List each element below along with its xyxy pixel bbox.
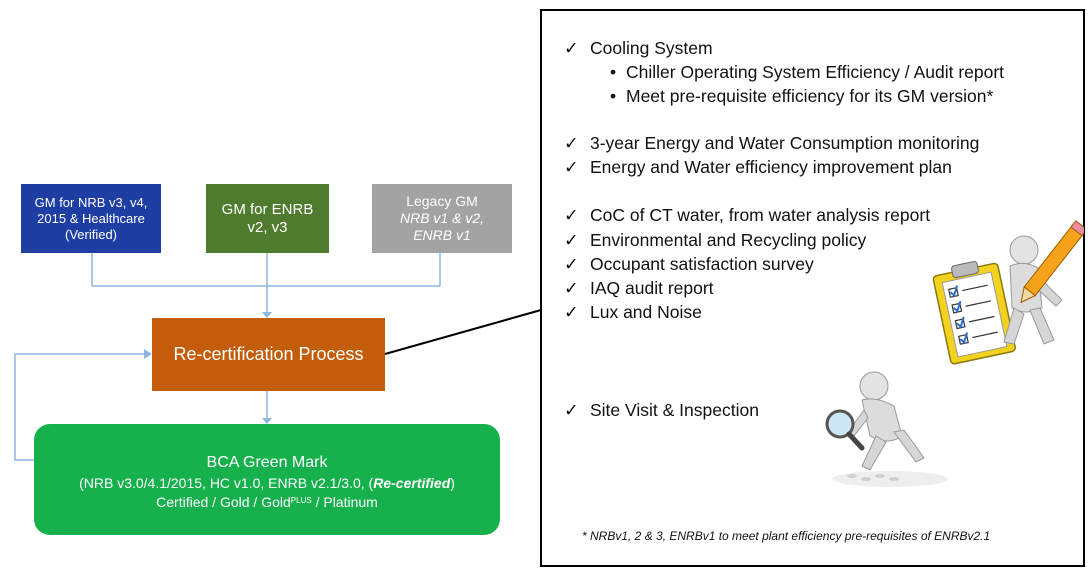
- sub-item-label: Meet pre-requisite efficiency for its GM…: [626, 86, 994, 106]
- sub-item-label: Chiller Operating System Efficiency / Au…: [626, 62, 1005, 82]
- checklist-label: Energy and Water efficiency improvement …: [590, 157, 952, 177]
- bullet-icon: •: [610, 86, 617, 106]
- result-tiers-b: / Platinum: [311, 493, 378, 510]
- checklist-item-policy: ✓ Environmental and Recycling policy: [564, 230, 866, 251]
- check-icon: ✓: [564, 133, 579, 153]
- sub-item-chiller: • Chiller Operating System Efficiency / A…: [610, 62, 1004, 83]
- source-box-gm-nrb: GM for NRB v3, v4, 2015 & Healthcare (Ve…: [21, 184, 161, 253]
- callout-line: [384, 309, 542, 355]
- sub-item-prerequisite: • Meet pre-requisite efficiency for its G…: [610, 86, 993, 107]
- source-legacy-line1: Legacy GM: [406, 193, 478, 209]
- checklist-item-monitoring: ✓ 3-year Energy and Water Consumption mon…: [564, 133, 979, 154]
- footnote: * NRBv1, 2 & 3, ENRBv1 to meet plant eff…: [582, 529, 991, 543]
- clipboard-figure-illustration: [932, 220, 1084, 365]
- checklist-label: Occupant satisfaction survey: [590, 254, 814, 274]
- feedback-loop-line: [14, 353, 146, 461]
- checklist-label: IAQ audit report: [590, 278, 714, 298]
- source-nrb-line2: 2015 & Healthcare: [37, 210, 145, 226]
- checklist-label: 3-year Energy and Water Consumption moni…: [590, 133, 980, 153]
- magnifier-figure-illustration: [825, 371, 948, 487]
- checklist-label: CoC of CT water, from water analysis rep…: [590, 205, 931, 225]
- checklist-item-improvement: ✓ Energy and Water efficiency improvement…: [564, 157, 952, 178]
- check-icon: ✓: [564, 230, 579, 250]
- checklist-label: Environmental and Recycling policy: [590, 230, 867, 250]
- check-icon: ✓: [564, 400, 579, 420]
- check-icon: ✓: [564, 278, 579, 298]
- result-title: BCA Green Mark: [206, 453, 328, 471]
- checklist-label: Site Visit & Inspection: [590, 400, 759, 420]
- checklist-label: Cooling System: [590, 38, 713, 58]
- result-recertified: Re-certified: [373, 474, 451, 491]
- result-tiers-a: Certified / Gold / Gold: [156, 493, 291, 510]
- result-box-green-mark: BCA Green Mark (NRB v3.0/4.1/2015, HC v1…: [34, 424, 500, 535]
- result-tiers-line: Certified / Gold / GoldPLUS / Platinum: [156, 493, 378, 512]
- source-enrb-line1: GM for ENRB: [221, 200, 314, 218]
- checklist-item-iaq: ✓ IAQ audit report: [564, 278, 714, 299]
- arrowhead-feedback: [144, 349, 152, 359]
- process-label: Re-certification Process: [173, 344, 364, 364]
- checklist-item-lux: ✓ Lux and Noise: [564, 302, 702, 323]
- result-versions: (NRB v3.0/4.1/2015, HC v1.0, ENRB v2.1/3…: [79, 474, 374, 491]
- result-versions-line: (NRB v3.0/4.1/2015, HC v1.0, ENRB v2.1/3…: [79, 474, 455, 493]
- source-nrb-line3: (Verified): [64, 226, 118, 242]
- checklist-label: Lux and Noise: [590, 302, 702, 322]
- source-enrb-line2: v2, v3: [247, 218, 288, 236]
- arrowhead-to-process: [262, 312, 272, 318]
- checklist-item-survey: ✓ Occupant satisfaction survey: [564, 254, 814, 275]
- source-box-legacy-gm: Legacy GM NRB v1 & v2, ENRB v1: [372, 184, 512, 253]
- source-box-gm-enrb: GM for ENRB v2, v3: [206, 184, 329, 253]
- check-icon: ✓: [564, 38, 579, 58]
- source-legacy-line3: ENRB v1: [413, 227, 471, 243]
- check-icon: ✓: [564, 157, 579, 177]
- checklist-item-coc: ✓ CoC of CT water, from water analysis re…: [564, 205, 930, 226]
- checklist-item-site-visit: ✓ Site Visit & Inspection: [564, 400, 759, 421]
- check-icon: ✓: [564, 302, 579, 322]
- requirements-panel: ✓ Cooling System • Chiller Operating Syste…: [540, 9, 1085, 567]
- source-nrb-line1: GM for NRB v3, v4,: [34, 194, 148, 210]
- result-tiers-plus: PLUS: [290, 495, 312, 505]
- bullet-icon: •: [610, 62, 617, 82]
- process-box-recertification: Re-certification Process: [152, 318, 385, 391]
- checklist-item-cooling: ✓ Cooling System: [564, 38, 713, 59]
- arrowhead-to-result: [262, 418, 272, 424]
- check-icon: ✓: [564, 205, 579, 225]
- source-legacy-line2: NRB v1 & v2,: [399, 210, 485, 226]
- result-versions-close: ): [450, 474, 455, 491]
- check-icon: ✓: [564, 254, 579, 274]
